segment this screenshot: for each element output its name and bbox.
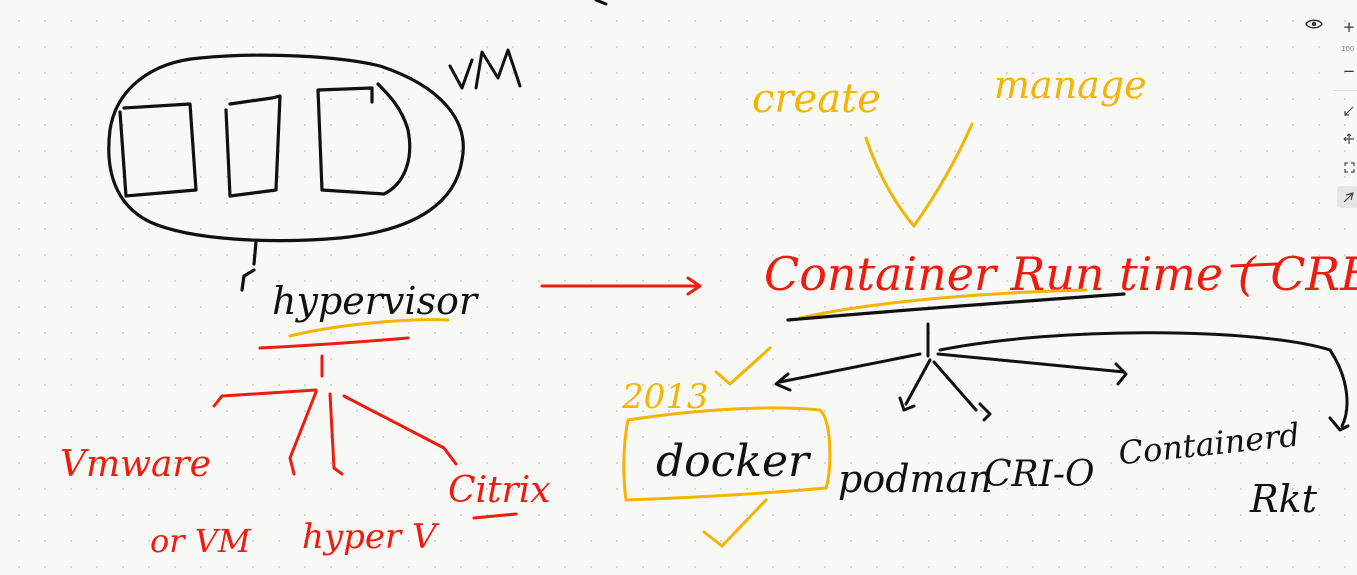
- expand-button[interactable]: [1338, 100, 1357, 122]
- vm-host-outline: [107, 53, 465, 243]
- citrix-underline: [472, 512, 518, 520]
- move-button[interactable]: [1338, 128, 1357, 150]
- runtimes-tree: [774, 322, 1350, 432]
- citrix-label: Citrix: [448, 470, 551, 511]
- laser-pointer-button[interactable]: [1337, 186, 1357, 208]
- or-vm-label: or VM: [150, 522, 252, 560]
- zoom-level: 100: [1341, 45, 1355, 53]
- eye-icon: [1305, 19, 1323, 29]
- year-label: 2013: [621, 377, 709, 417]
- move-icon: [1343, 133, 1354, 144]
- hypervisor-underline-red: [258, 336, 410, 350]
- vm-diagram: [107, 53, 465, 292]
- hyperv-label: hyper V: [302, 517, 440, 557]
- fit-screen-icon: [1343, 161, 1355, 173]
- container-runtime-label: Container Run time ( CRE ): [764, 247, 1357, 301]
- create-manage-lines: [864, 122, 974, 228]
- vmware-label: Vmware: [60, 444, 211, 485]
- docker-label: docker: [656, 436, 812, 487]
- expand-icon: [1344, 106, 1354, 116]
- toolbar-divider: [1333, 90, 1357, 91]
- stroke-fragment: [594, 0, 608, 6]
- crio-label: CRI-O: [984, 454, 1095, 495]
- cre-underline-red: [1230, 262, 1278, 268]
- zoom-in-button[interactable]: +: [1342, 18, 1356, 36]
- fit-screen-button[interactable]: [1338, 156, 1357, 178]
- cre-underline-black: [786, 292, 1126, 322]
- rkt-label: Rkt: [1249, 477, 1318, 521]
- view-toggle-button[interactable]: [1302, 12, 1326, 36]
- vm-label: [448, 48, 522, 90]
- canvas-toolbar: + 100 −: [1327, 12, 1357, 212]
- vm-box-2: [224, 94, 282, 198]
- hypervisor-types-tree: [212, 354, 458, 476]
- docker-checkmark-top: [714, 346, 772, 386]
- zoom-out-button[interactable]: −: [1342, 62, 1356, 80]
- docker-box: [622, 406, 832, 502]
- containerd-label: Containerd: [1117, 416, 1302, 473]
- manage-label: manage: [994, 63, 1147, 107]
- podman-label: podman: [838, 457, 993, 501]
- cre-underline-yellow: [798, 288, 1088, 320]
- hypervisor-underline-yellow: [288, 318, 450, 338]
- hypervisor-to-cre-arrow: [540, 276, 702, 296]
- vm-to-hypervisor-line: [240, 240, 258, 292]
- create-label: create: [752, 76, 881, 122]
- docker-checkmark-bottom: [702, 498, 768, 548]
- vm-box-1: [118, 102, 198, 198]
- hypervisor-label: hypervisor: [272, 279, 480, 323]
- laser-pointer-icon: [1343, 191, 1354, 202]
- vm-box-3: [316, 82, 412, 196]
